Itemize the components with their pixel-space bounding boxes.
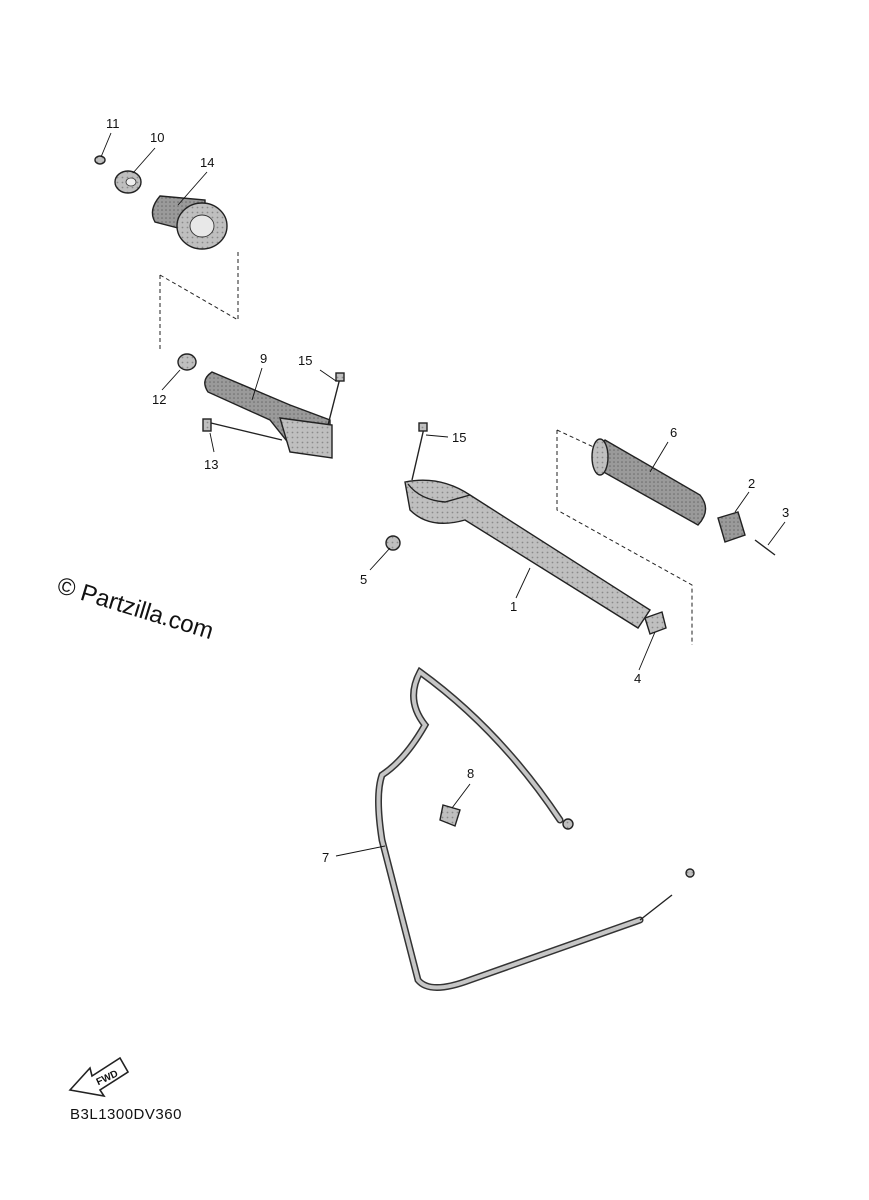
part-3-screw — [754, 539, 776, 556]
callout-2: 2 — [748, 476, 755, 491]
assembly-outline-upper — [159, 252, 239, 350]
callout-7: 7 — [322, 850, 329, 865]
callout-8: 8 — [467, 766, 474, 781]
part-15-bolt-lower — [411, 422, 428, 481]
callout-5: 5 — [360, 572, 367, 587]
part-7-cable — [375, 666, 695, 991]
fwd-arrow-icon: FWD — [68, 1056, 130, 1098]
part-10-cap — [114, 170, 142, 194]
part-4-collar — [644, 611, 667, 635]
callout-12: 12 — [152, 392, 166, 407]
callout-4: 4 — [634, 671, 641, 686]
part-2-end-weight — [717, 511, 746, 543]
callout-6: 6 — [670, 425, 677, 440]
part-14-throttle-grip — [151, 195, 228, 250]
callout-13: 13 — [204, 457, 218, 472]
part-12-nut — [177, 353, 197, 371]
callout-14: 14 — [200, 155, 214, 170]
callout-10: 10 — [150, 130, 164, 145]
callout-3: 3 — [782, 505, 789, 520]
part-1-handlebar — [404, 479, 651, 629]
callout-1: 1 — [510, 599, 517, 614]
assembly-outline-right — [556, 429, 693, 645]
callout-15-upper: 15 — [298, 353, 312, 368]
part-5-bolt — [385, 535, 401, 551]
callout-9: 9 — [260, 351, 267, 366]
callout-labels: 11 10 14 12 9 15 13 15 6 2 3 5 1 4 8 7 — [106, 116, 789, 865]
part-15-bolt-upper — [327, 372, 345, 426]
part-11-screw — [94, 155, 106, 165]
part-6-grip — [591, 438, 707, 526]
diagram-code: B3L1300DV360 — [70, 1106, 182, 1123]
leader-lines — [100, 132, 786, 857]
callout-15-lower: 15 — [452, 430, 466, 445]
callout-11: 11 — [106, 116, 120, 131]
part-9-handlebar — [204, 371, 333, 459]
part-8-adjuster — [439, 804, 461, 827]
part-13-bolt — [202, 418, 283, 441]
